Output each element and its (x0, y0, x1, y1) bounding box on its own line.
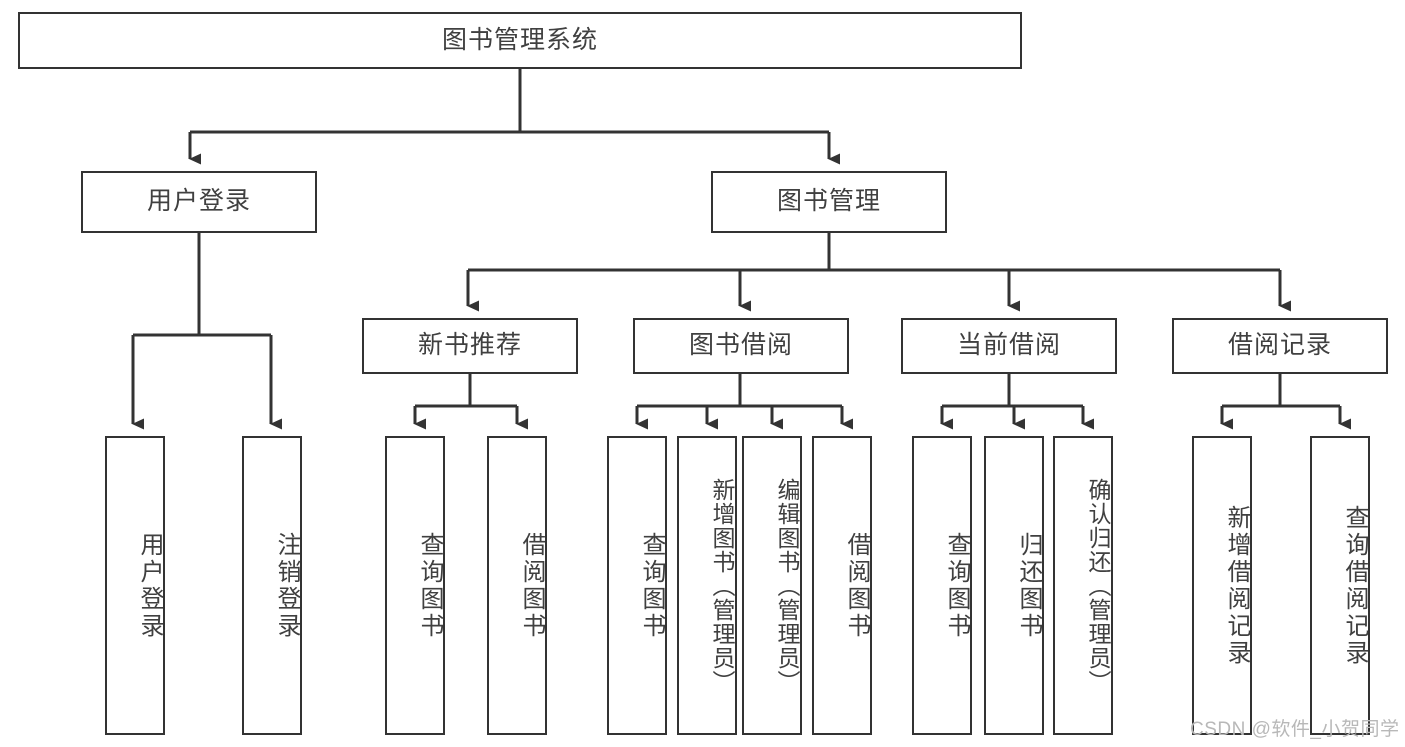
node-leaf-borrow-book-recommend[interactable]: 借阅图书 (487, 436, 547, 735)
node-leaf-user-login-do[interactable]: 用户登录 (105, 436, 165, 735)
node-leaf-add-book-admin[interactable]: 新增图书（管理员） (677, 436, 737, 735)
node-book-manage[interactable]: 图书管理 (711, 171, 947, 233)
node-current-borrow[interactable]: 当前借阅 (901, 318, 1117, 374)
node-book-borrow[interactable]: 图书借阅 (633, 318, 849, 374)
node-leaf-edit-book-admin[interactable]: 编辑图书（管理员） (742, 436, 802, 735)
node-leaf-confirm-return-admin[interactable]: 确认归还（管理员） (1053, 436, 1113, 735)
node-new-book-recommend[interactable]: 新书推荐 (362, 318, 578, 374)
node-leaf-add-borrow-record[interactable]: 新增借阅记录 (1192, 436, 1252, 735)
node-leaf-return-book[interactable]: 归还图书 (984, 436, 1044, 735)
node-leaf-query-book-current[interactable]: 查询图书 (912, 436, 972, 735)
node-leaf-query-book-recommend[interactable]: 查询图书 (385, 436, 445, 735)
node-leaf-user-logout[interactable]: 注销登录 (242, 436, 302, 735)
node-leaf-borrow-book[interactable]: 借阅图书 (812, 436, 872, 735)
node-leaf-query-book-borrow[interactable]: 查询图书 (607, 436, 667, 735)
node-leaf-query-borrow-record[interactable]: 查询借阅记录 (1310, 436, 1370, 735)
node-root-system[interactable]: 图书管理系统 (18, 12, 1022, 69)
node-borrow-record[interactable]: 借阅记录 (1172, 318, 1388, 374)
node-user-login[interactable]: 用户登录 (81, 171, 317, 233)
